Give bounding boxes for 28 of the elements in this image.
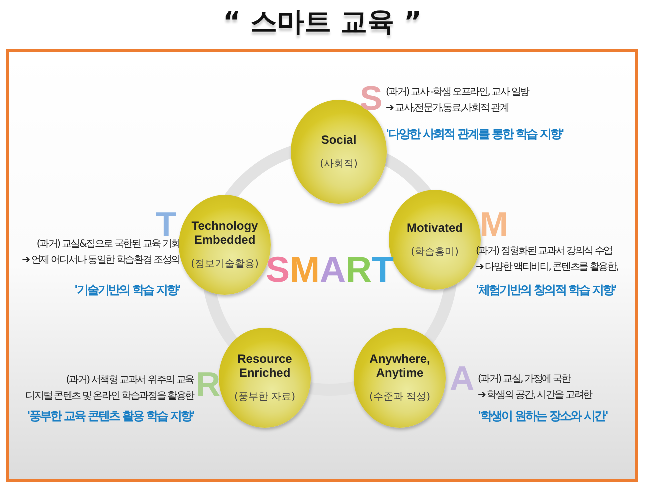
initial-letter: S: [360, 82, 383, 116]
initial-letter: A: [450, 362, 475, 396]
node-subtitle: (정보기술활용): [191, 258, 259, 272]
node-title: Anywhere, Anytime: [368, 352, 432, 380]
description-text: (과거) 서책형 교과서 위주의 교육: [66, 376, 194, 386]
description-text: ➔ 언제 어디서나 동일한 학습환경 조성의: [22, 256, 180, 266]
initial-letter: M: [480, 208, 508, 242]
initial-letter: R: [196, 368, 221, 402]
description-text: ➔ 교사,전문가,동료,사회적 관계: [386, 104, 509, 114]
node-title: Motivated: [406, 220, 464, 236]
title: “ 스마트 교육 ”: [222, 6, 423, 40]
goal-text: '다양한 사회적 관계를 통한 학습 지향': [386, 128, 564, 140]
node-title: Social: [320, 132, 358, 148]
description-text: 디지털 콘텐츠 및 온라인 학습과정을 활용한: [26, 392, 194, 402]
description-text: ➔ 학생의 공간, 시간을 고려한: [478, 391, 592, 401]
goal-text: '체험기반의 창의적 학습 지향': [476, 284, 616, 296]
description-text: ➔ 다양한 액티비티, 콘텐츠를 활용한,: [476, 263, 618, 273]
goal-text: '학생이 원하는 장소와 시간': [478, 410, 608, 422]
node-title: Technology Embedded: [190, 218, 260, 248]
node-subtitle: (학습흥미): [411, 246, 459, 260]
node-subtitle: (풍부한 자료): [234, 391, 296, 404]
description-text: (과거) 교실, 가정에 국한: [478, 375, 571, 385]
goal-text: '풍부한 교육 콘텐츠 활용 학습 지향': [27, 410, 194, 422]
node-subtitle: (수준과 적성): [370, 391, 430, 404]
goal-text: '기술기반의 학습 지향': [74, 284, 180, 296]
description-text: (과거) 교사 -학생 오프라인, 교사 일방: [386, 88, 529, 98]
node-title: Resource Enriched: [236, 352, 294, 380]
node-subtitle: (사회적): [320, 158, 358, 172]
